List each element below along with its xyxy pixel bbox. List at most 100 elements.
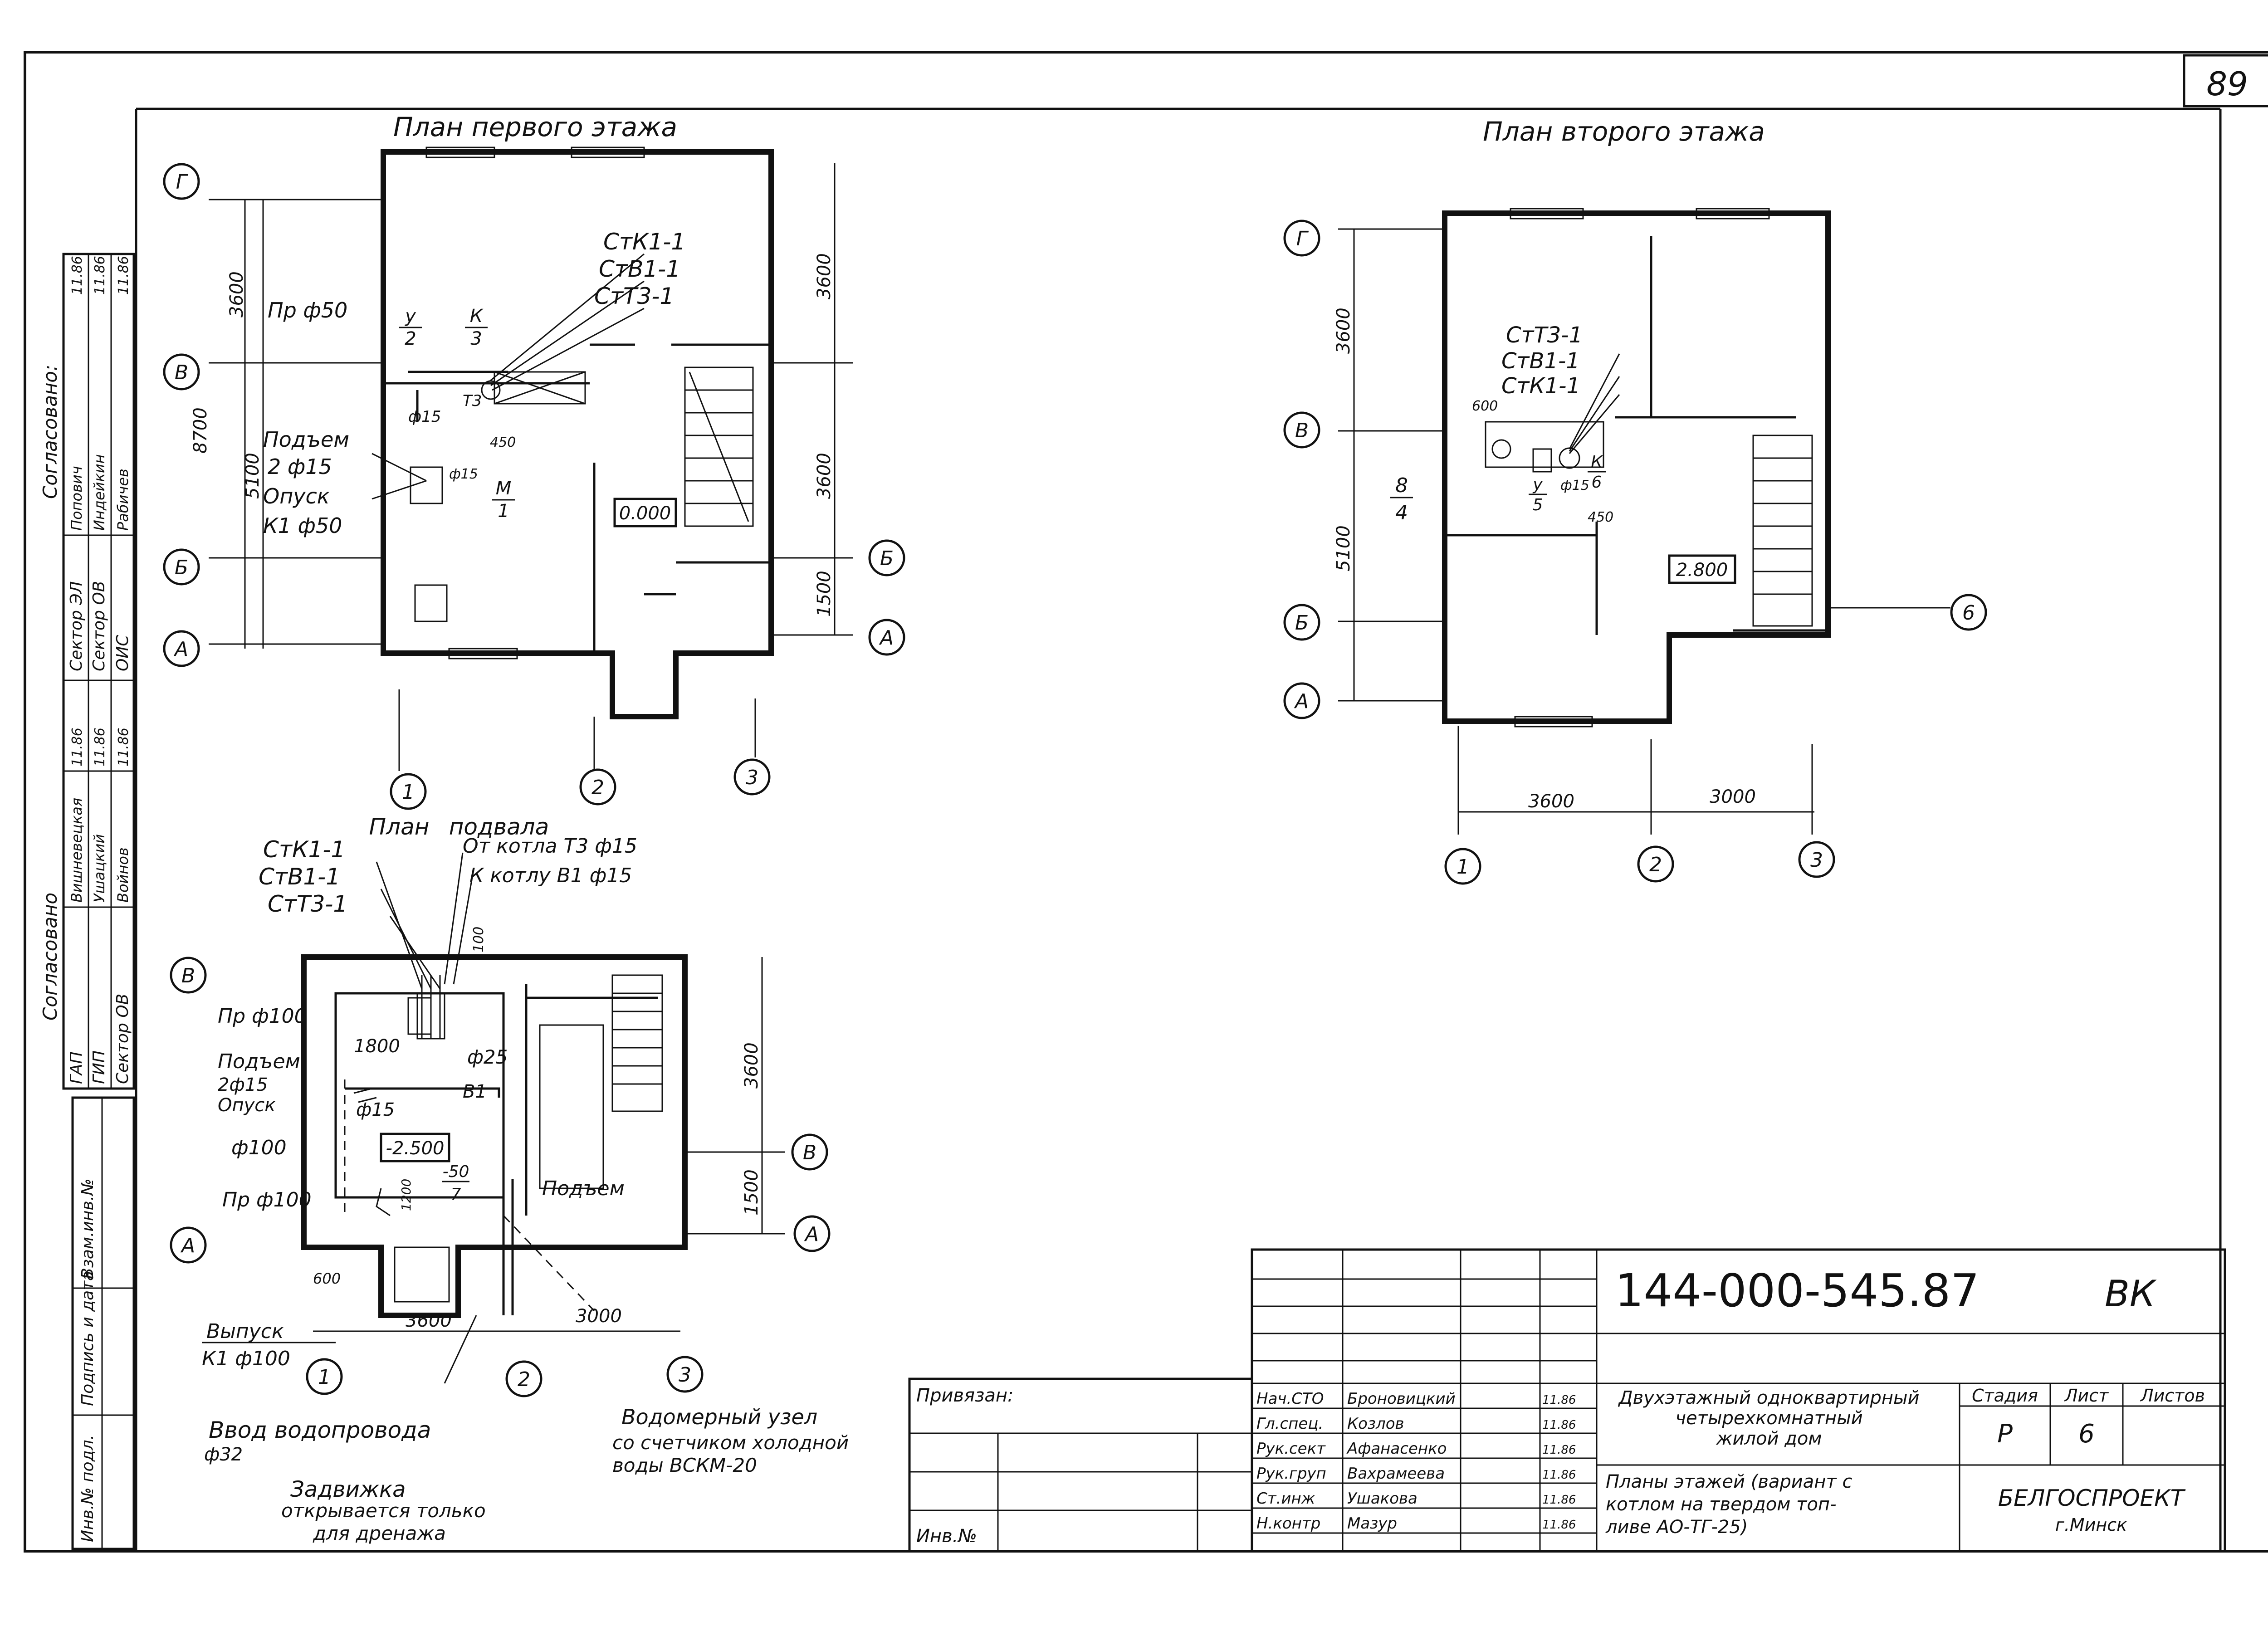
fraction-bottom: 2: [405, 328, 416, 349]
riser-label: СтВ1-1: [1501, 348, 1580, 374]
pipe-diameter: ф15: [408, 408, 441, 426]
dimension: 600: [313, 1270, 341, 1287]
axis-bubble: 1: [306, 1358, 343, 1395]
margin-label: Подпись и дата: [78, 1271, 97, 1406]
dimension: 3600: [406, 1310, 452, 1331]
svg-text:А: А: [1294, 690, 1309, 713]
signature-role: Н.контр: [1256, 1514, 1320, 1533]
fraction-top: К: [470, 306, 484, 327]
plan0-pipe: [421, 975, 441, 1039]
floor-level: -2.500: [386, 1138, 445, 1159]
svg-text:В: В: [803, 1141, 816, 1164]
stamp-date: 11.86: [92, 256, 108, 295]
inv-label: Инв.№: [916, 1526, 977, 1547]
window: [448, 648, 518, 659]
fraction-bottom: 5: [1533, 496, 1543, 514]
svg-text:В: В: [175, 361, 188, 384]
dimension: 3600: [226, 271, 247, 317]
pipe-note: От котла Т3 ф15: [463, 835, 637, 858]
axis-bubble: 3: [733, 758, 771, 796]
svg-text:Г: Г: [1296, 227, 1309, 250]
podyem-value: 2 ф15: [268, 454, 332, 479]
svg-text:Б: Б: [175, 556, 188, 579]
riser-label: СтК1-1: [1501, 373, 1580, 399]
dimension: 8700: [190, 407, 211, 454]
opusk-label: Опуск: [218, 1095, 275, 1116]
sheet-title: котлом на твердом топ-: [1606, 1494, 1837, 1515]
pipe-label: Пр ф100: [222, 1188, 312, 1211]
svg-text:3: 3: [1810, 849, 1823, 872]
riser-label: СтТ3-1: [1506, 322, 1583, 348]
window: [425, 147, 495, 158]
axis-bubble: 2: [1637, 845, 1674, 883]
svg-text:В: В: [1295, 419, 1309, 442]
pipe-label: В1: [463, 1081, 487, 1102]
window: [571, 147, 645, 158]
project-title: четырехкомнатный: [1675, 1408, 1862, 1429]
riser-label: СтТ3-1: [594, 283, 674, 309]
axis-bubble: Б: [1283, 604, 1320, 641]
dimension: 1200: [399, 1179, 414, 1211]
axis-bubble: А: [163, 630, 200, 667]
plan1-title: План первого этажа: [393, 112, 677, 142]
axis-bubble: Б: [868, 539, 905, 576]
bound-label: Привязан:: [916, 1385, 1014, 1406]
floor-level: 2.800: [1676, 560, 1728, 581]
svg-text:1: 1: [318, 1366, 331, 1389]
riser-label: СтВ1-1: [599, 256, 680, 282]
city: г.Минск: [2055, 1515, 2127, 1535]
project-title: жилой дом: [1716, 1428, 1822, 1449]
vypusk-value: К1 ф100: [202, 1347, 290, 1370]
sheet-value: 6: [2078, 1419, 2095, 1449]
plan0-title-b: подвала: [449, 814, 549, 840]
meter-note: со счетчиком холодной: [612, 1431, 849, 1454]
opusk-value: К1 ф50: [263, 513, 342, 538]
signature-name: Мазур: [1347, 1514, 1397, 1533]
level-box: [1668, 554, 1736, 584]
svg-text:Г: Г: [176, 171, 189, 194]
axis-bubble: 6: [1950, 594, 1987, 631]
axis-bubble: В: [170, 957, 207, 994]
organization: БЕЛГОСПРОЕКТ: [1998, 1485, 2186, 1511]
dimension: 600: [1472, 398, 1498, 414]
axis-bubble: 3: [1798, 841, 1835, 878]
axis-bubble: 3: [666, 1356, 704, 1393]
axis-bubble: 1: [390, 773, 427, 810]
dimension: 3000: [576, 1306, 622, 1327]
fraction-bottom: 7: [451, 1185, 461, 1204]
riser-label: СтВ1-1: [259, 864, 340, 890]
signature-date: 11.86: [1542, 1468, 1576, 1482]
fraction-top: М: [496, 478, 512, 499]
vvod-label: Ввод водопровода: [209, 1417, 431, 1443]
vypusk-label: Выпуск: [206, 1320, 284, 1343]
signature-date: 11.86: [1542, 1418, 1576, 1432]
stamp-agreed-bottom: Согласовано: [39, 893, 61, 1021]
axis-bubble: А: [868, 619, 905, 656]
floor-level: 0.000: [619, 503, 671, 524]
svg-text:А: А: [804, 1223, 819, 1246]
svg-text:1: 1: [1457, 855, 1469, 879]
sheet-title: ливе АО-ТГ-25): [1605, 1517, 1748, 1538]
fraction-bottom: 1: [498, 501, 509, 522]
binding-box: Привязан: Инв.№: [908, 1377, 1253, 1553]
pipe-diameter: ф15: [356, 1099, 395, 1120]
axis-bubble: В: [791, 1133, 828, 1171]
plan1-pipe: [408, 371, 508, 422]
stamp-name: Войнов: [114, 847, 132, 903]
svg-text:А: А: [879, 626, 894, 650]
side-stamp: Согласовано: Согласовано Сектор ЭЛ Секто…: [39, 253, 135, 1550]
signature-role: Гл.спец.: [1256, 1415, 1323, 1433]
stamp-row: ГАП: [67, 1051, 86, 1084]
svg-text:Б: Б: [1295, 611, 1309, 635]
document-mark: ВК: [2105, 1273, 2157, 1315]
riser-label: СтК1-1: [603, 229, 685, 255]
plan-first-floor: План первого этажа С: [163, 112, 905, 810]
signature-date: 11.86: [1542, 1518, 1576, 1532]
plan0-title-a: План: [369, 814, 430, 840]
signature-date: 11.86: [1542, 1493, 1576, 1507]
axis-bubble: В: [163, 353, 200, 391]
podyem-label: Подъем: [263, 427, 349, 452]
fraction-top: у: [405, 306, 416, 327]
level-box: [613, 498, 677, 527]
boiler-fixture: [494, 371, 586, 405]
